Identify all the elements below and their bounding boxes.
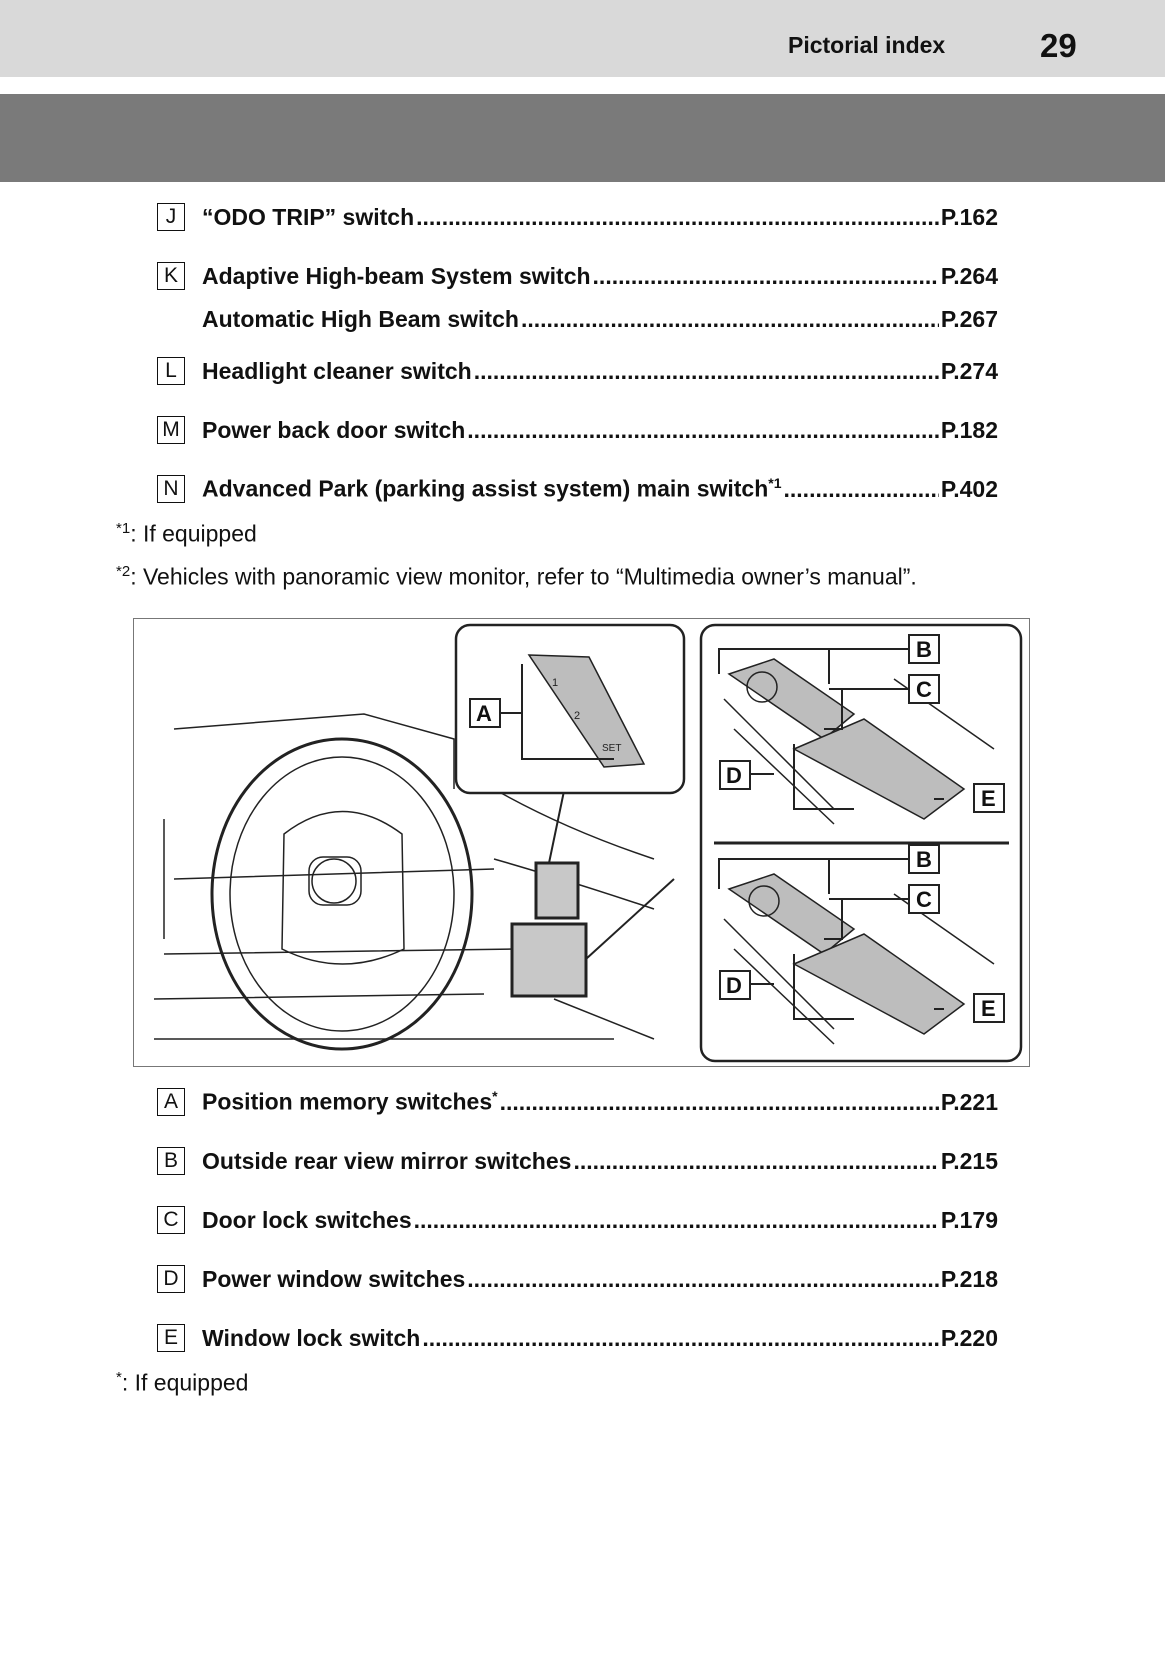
entry-label: Outside rear view mirror switches bbox=[202, 1148, 571, 1175]
door-switch-location bbox=[510, 922, 588, 998]
footnote-text: : Vehicles with panoramic view monitor, … bbox=[130, 563, 917, 590]
dot-leader bbox=[416, 204, 939, 231]
entry-label: Adaptive High-beam System switch bbox=[202, 263, 591, 290]
button-2-label: 2 bbox=[574, 710, 580, 722]
callout-label-d: D bbox=[726, 763, 742, 788]
callout-label-e: E bbox=[981, 996, 996, 1021]
button-1-label: 1 bbox=[552, 677, 558, 689]
callout-tags: B C D E B C D E bbox=[719, 634, 1005, 1023]
callout-label-c: C bbox=[916, 887, 932, 912]
index-entry: E Window lock switch P.220 bbox=[157, 1323, 998, 1353]
dot-leader bbox=[500, 1089, 939, 1116]
set-button-label: SET bbox=[602, 743, 621, 754]
footnote-ref: * bbox=[492, 1088, 498, 1105]
entry-label-text: Advanced Park (parking assist system) ma… bbox=[202, 475, 769, 502]
header-band bbox=[0, 94, 1165, 182]
page-reference[interactable]: P.218 bbox=[940, 1265, 998, 1292]
key-letter-box: C bbox=[157, 1206, 185, 1234]
dashboard-illustration: 1 2 SET A B C D E B C D E bbox=[133, 618, 1030, 1067]
entry-label: Door lock switches bbox=[202, 1207, 412, 1234]
callout-label-e: E bbox=[981, 786, 996, 811]
page-reference[interactable]: P.221 bbox=[940, 1088, 998, 1115]
callout-label-b: B bbox=[916, 637, 932, 662]
entry-label: Advanced Park (parking assist system) ma… bbox=[202, 475, 782, 503]
footnote-text: : If equipped bbox=[121, 1369, 249, 1396]
dot-leader bbox=[784, 476, 939, 503]
entry-label: Automatic High Beam switch bbox=[202, 306, 519, 333]
page-reference[interactable]: P.402 bbox=[940, 475, 998, 502]
dot-leader bbox=[467, 417, 939, 444]
page-number: 29 bbox=[1040, 27, 1077, 64]
entry-label: “ODO TRIP” switch bbox=[202, 204, 414, 231]
index-entry: B Outside rear view mirror switches P.215 bbox=[157, 1146, 998, 1176]
dot-leader bbox=[593, 263, 939, 290]
entry-label: Power back door switch bbox=[202, 417, 465, 444]
index-entry: N Advanced Park (parking assist system) m… bbox=[157, 474, 998, 504]
memory-switch-location bbox=[534, 861, 580, 920]
key-letter-box: B bbox=[157, 1147, 185, 1175]
upper-door-switch bbox=[723, 658, 995, 825]
entry-label-text: Adaptive High-beam System switch bbox=[202, 262, 591, 289]
key-letter-box: L bbox=[157, 357, 185, 385]
index-entry: J “ODO TRIP” switch P.162 bbox=[157, 202, 998, 232]
page-reference[interactable]: P.215 bbox=[940, 1147, 998, 1174]
footnote-text: : If equipped bbox=[130, 520, 257, 547]
index-entry: D Power window switches P.218 bbox=[157, 1264, 998, 1294]
key-letter-box: A bbox=[157, 1088, 185, 1116]
page-reference[interactable]: P.182 bbox=[940, 416, 998, 443]
page-reference[interactable]: P.162 bbox=[940, 203, 998, 230]
page-header: Pictorial index 29 bbox=[0, 0, 1165, 77]
dot-leader bbox=[414, 1207, 939, 1234]
key-letter-box: D bbox=[157, 1265, 185, 1293]
entry-label: Window lock switch bbox=[202, 1325, 420, 1352]
callout-label-b: B bbox=[916, 847, 932, 872]
entry-label-text: Power window switches bbox=[202, 1265, 466, 1292]
dot-leader bbox=[521, 306, 939, 333]
footnote-if-equipped: *: If equipped bbox=[116, 1369, 248, 1397]
page-reference[interactable]: P.267 bbox=[940, 305, 998, 332]
entry-label: Headlight cleaner switch bbox=[202, 358, 472, 385]
entry-label-text: Power back door switch bbox=[202, 416, 466, 443]
index-entry: L Headlight cleaner switch P.274 bbox=[157, 356, 998, 386]
entry-label-text: “ODO TRIP” switch bbox=[202, 203, 415, 230]
footnote-ref: *1 bbox=[768, 475, 782, 492]
index-entry: K Adaptive High-beam System switch P.264 bbox=[157, 261, 998, 291]
entry-label-text: Headlight cleaner switch bbox=[202, 357, 472, 384]
footnote-mark: *1 bbox=[116, 520, 131, 537]
index-entry: A Position memory switches* P.221 bbox=[157, 1087, 998, 1117]
entry-label-text: Outside rear view mirror switches bbox=[202, 1147, 572, 1174]
key-letter-box: M bbox=[157, 416, 185, 444]
footnote-1: *1: If equipped bbox=[116, 520, 257, 548]
index-entry: C Door lock switches P.179 bbox=[157, 1205, 998, 1235]
page-reference[interactable]: P.274 bbox=[940, 357, 998, 384]
footnote-mark: *2 bbox=[116, 563, 131, 580]
page-reference[interactable]: P.220 bbox=[940, 1324, 998, 1351]
entry-label-text: Position memory switches bbox=[202, 1088, 493, 1115]
page-reference[interactable]: P.179 bbox=[940, 1206, 998, 1233]
section-title: Pictorial index bbox=[788, 32, 946, 58]
entry-label: Power window switches bbox=[202, 1266, 465, 1293]
entry-label-text: Door lock switches bbox=[202, 1206, 412, 1233]
dot-leader bbox=[467, 1266, 939, 1293]
key-letter-box: E bbox=[157, 1324, 185, 1352]
seat-memory-buttons bbox=[527, 654, 646, 768]
lower-door-switch bbox=[723, 873, 995, 1045]
index-entry: M Power back door switch P.182 bbox=[157, 415, 998, 445]
callout-label-c: C bbox=[916, 677, 932, 702]
key-letter-box: K bbox=[157, 262, 185, 290]
index-entry: Automatic High Beam switch P.267 bbox=[157, 304, 998, 334]
callout-label-d: D bbox=[726, 973, 742, 998]
page-reference[interactable]: P.264 bbox=[940, 262, 998, 289]
key-letter-box: N bbox=[157, 475, 185, 503]
callout-label-a: A bbox=[476, 701, 492, 726]
dot-leader bbox=[422, 1325, 939, 1352]
entry-label: Position memory switches* bbox=[202, 1088, 498, 1116]
key-letter-box: J bbox=[157, 203, 185, 231]
footnote-mark: * bbox=[116, 1369, 122, 1386]
dot-leader bbox=[573, 1148, 938, 1175]
entry-label-text: Automatic High Beam switch bbox=[202, 305, 519, 332]
dot-leader bbox=[474, 358, 939, 385]
entry-label-text: Window lock switch bbox=[202, 1324, 421, 1351]
footnote-2: *2: Vehicles with panoramic view monitor… bbox=[116, 563, 917, 591]
